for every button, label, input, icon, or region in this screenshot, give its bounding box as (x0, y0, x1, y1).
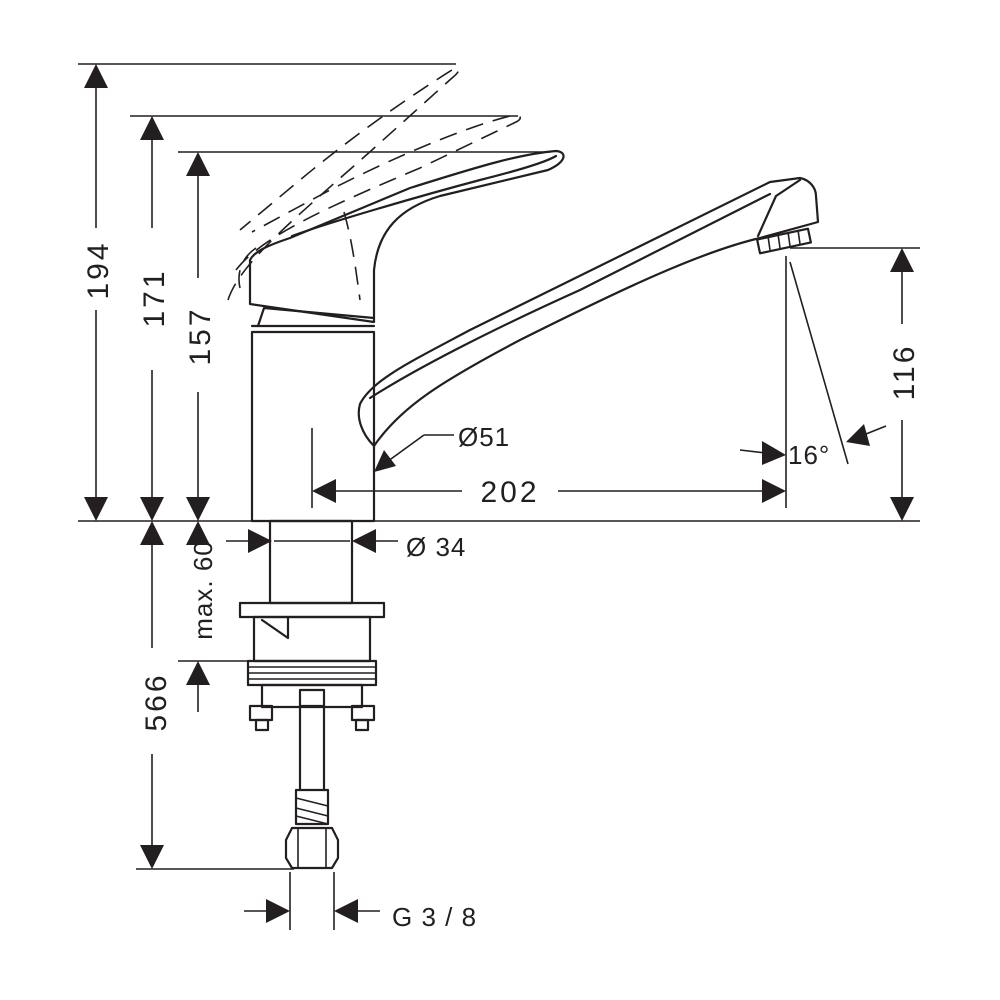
spout (357, 176, 820, 448)
lever-raised-positions (227, 67, 522, 301)
mounting-shank (238, 519, 386, 732)
label-566: 566 (140, 672, 173, 731)
supply-hose (284, 704, 340, 870)
label-angle-16: 16° (788, 440, 830, 470)
label-157: 157 (184, 306, 217, 365)
dimension-diameter-34 (226, 529, 398, 553)
angle-16 (739, 261, 887, 465)
leader-diameter-51 (374, 434, 454, 472)
dimension-157 (178, 151, 550, 521)
label-116: 116 (888, 344, 921, 401)
label-diameter-51: Ø51 (458, 422, 510, 452)
label-g-3-8: G 3 / 8 (392, 902, 477, 932)
dimension-max-60 (178, 521, 252, 712)
label-171: 171 (138, 268, 171, 327)
dimension-116 (790, 247, 920, 521)
dimension-g-3-8 (244, 872, 380, 930)
lever-handle (248, 149, 565, 324)
label-diameter-34: Ø 34 (406, 532, 466, 562)
dimension-202 (311, 256, 787, 508)
dimension-566 (136, 521, 294, 870)
label-194: 194 (82, 240, 115, 299)
label-202: 202 (480, 476, 539, 509)
label-max-60: max. 60 (188, 540, 218, 640)
dimension-171 (130, 115, 518, 521)
dimension-194 (78, 63, 456, 521)
